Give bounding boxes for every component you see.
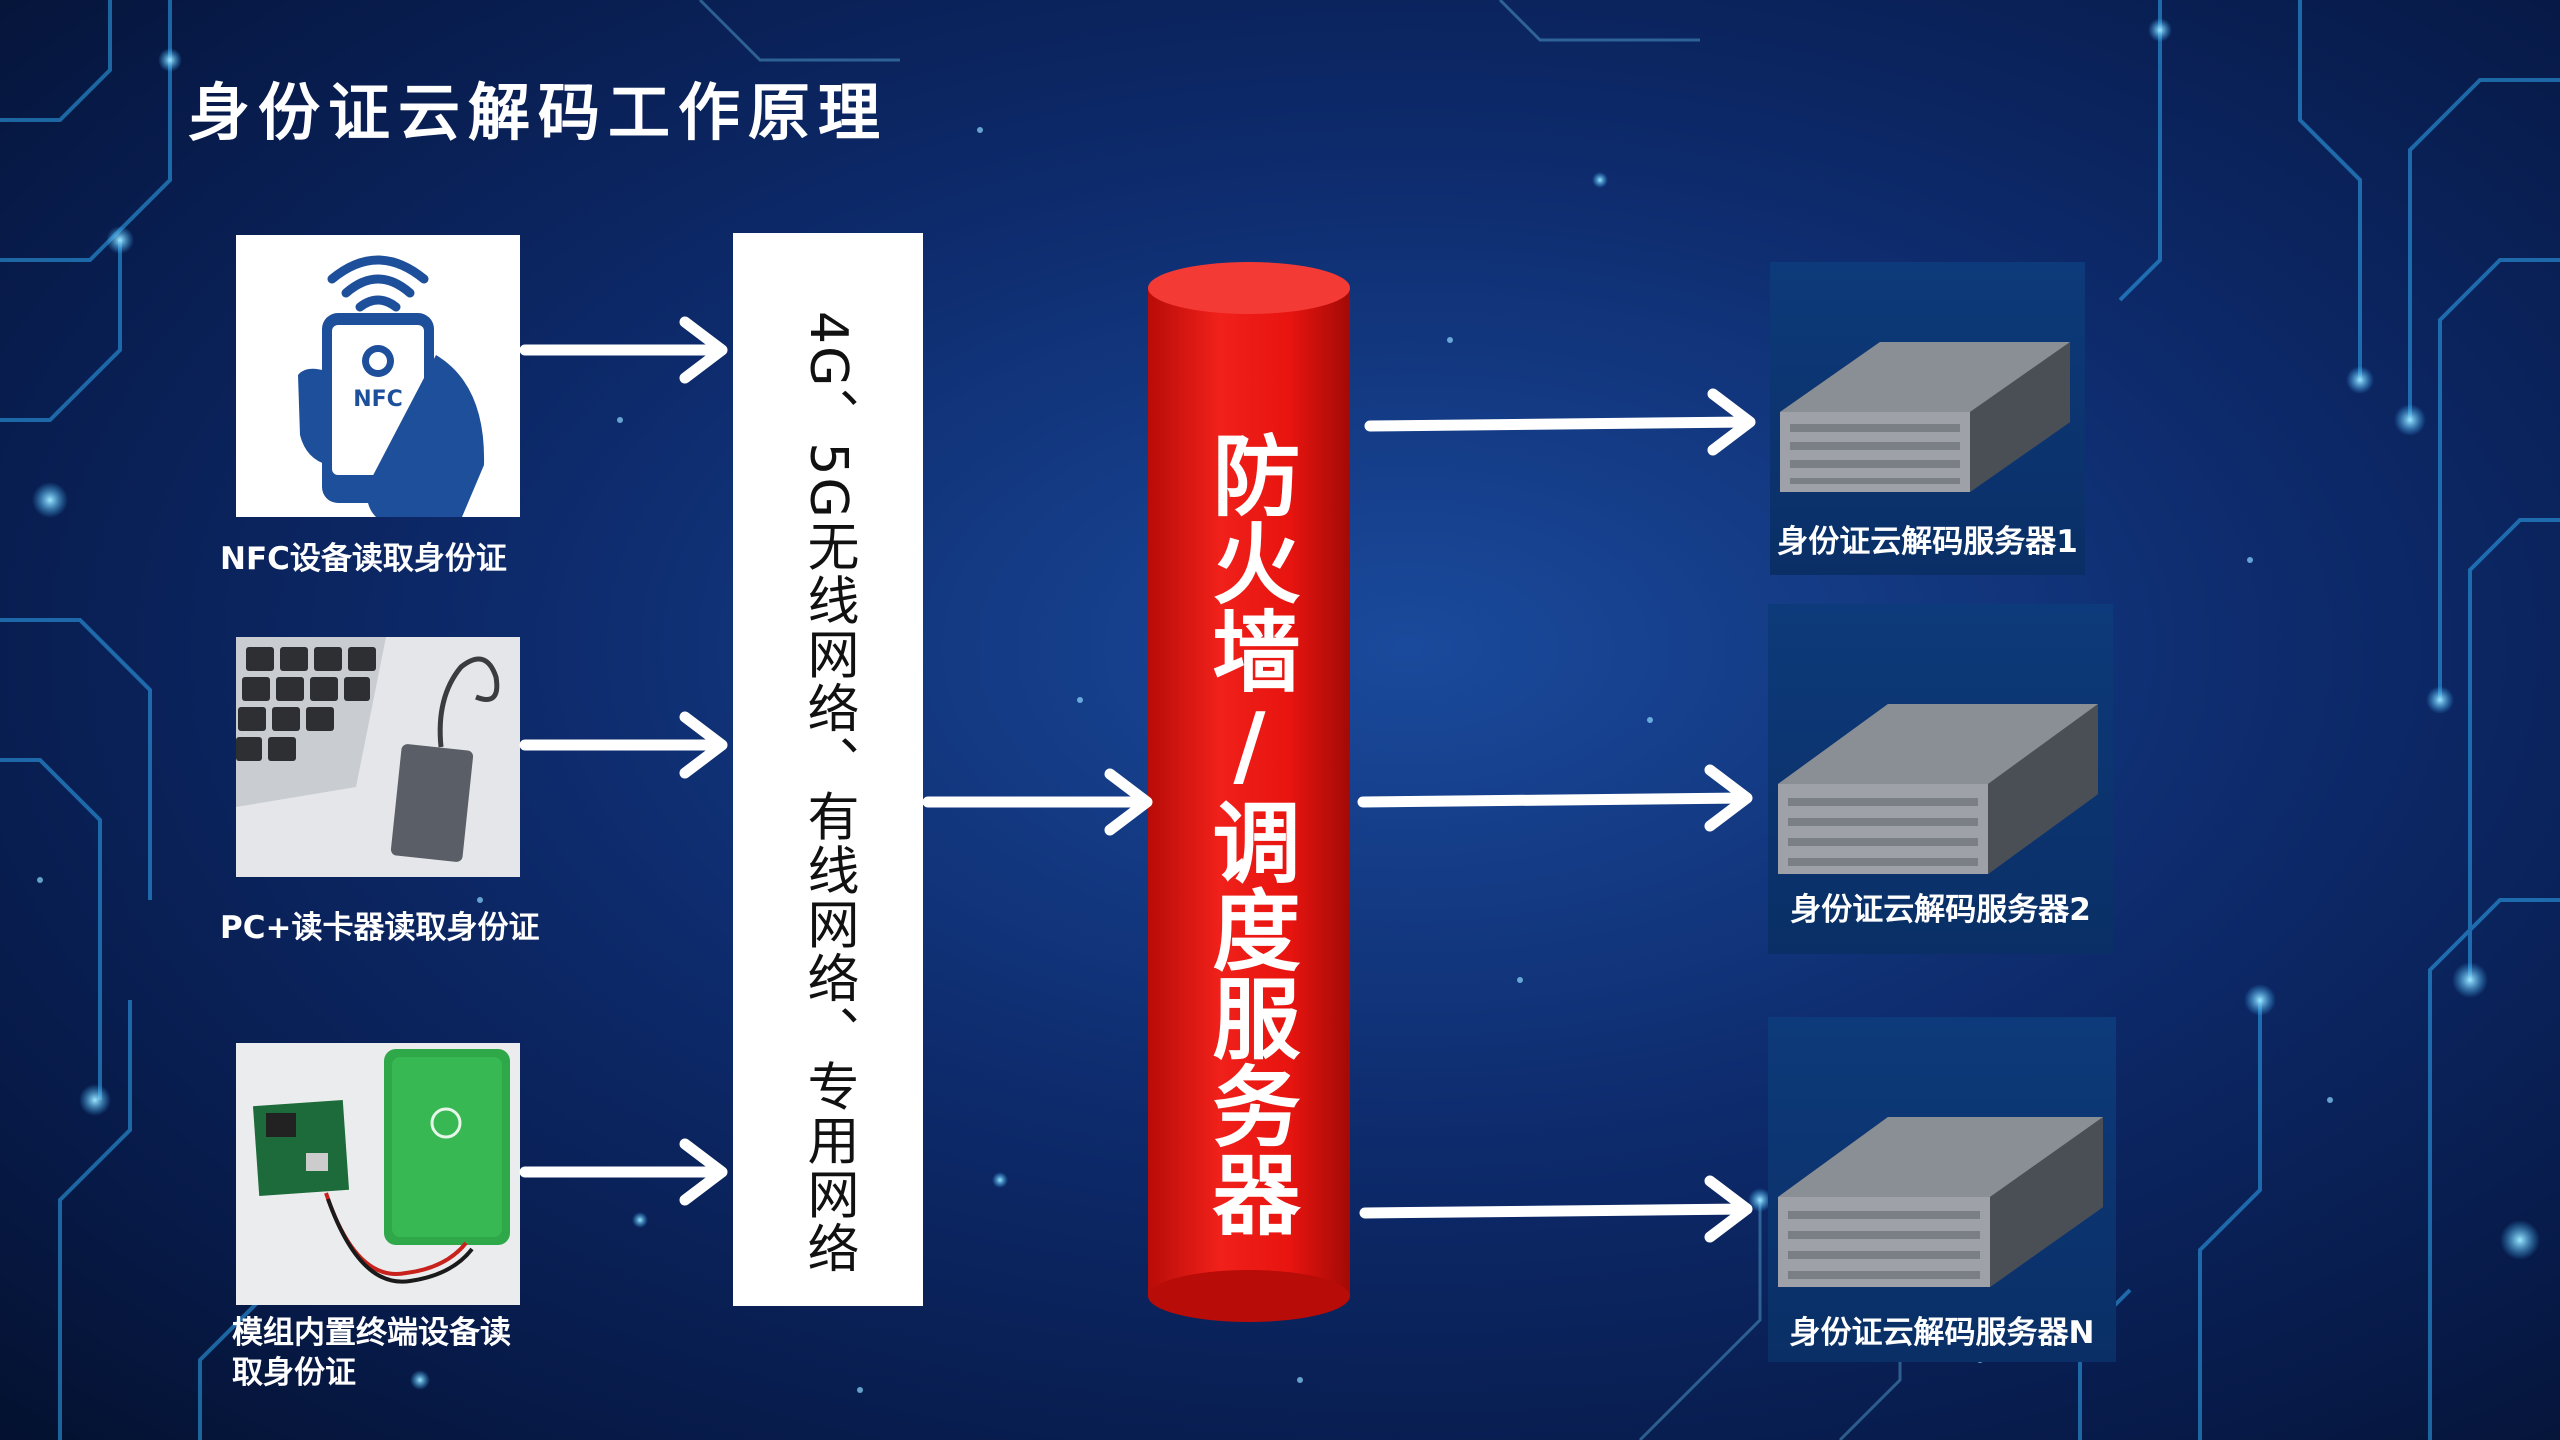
- arrow-pc-to-network: [525, 717, 722, 773]
- arrow-network-to-firewall: [928, 774, 1147, 830]
- arrow-firewall-to-server-2: [1363, 770, 1747, 826]
- arrow-nfc-to-network: [525, 322, 722, 378]
- arrow-firewall-to-server-1: [1370, 394, 1750, 450]
- arrow-module-to-network: [525, 1144, 722, 1200]
- arrow-firewall-to-server-n: [1365, 1181, 1747, 1237]
